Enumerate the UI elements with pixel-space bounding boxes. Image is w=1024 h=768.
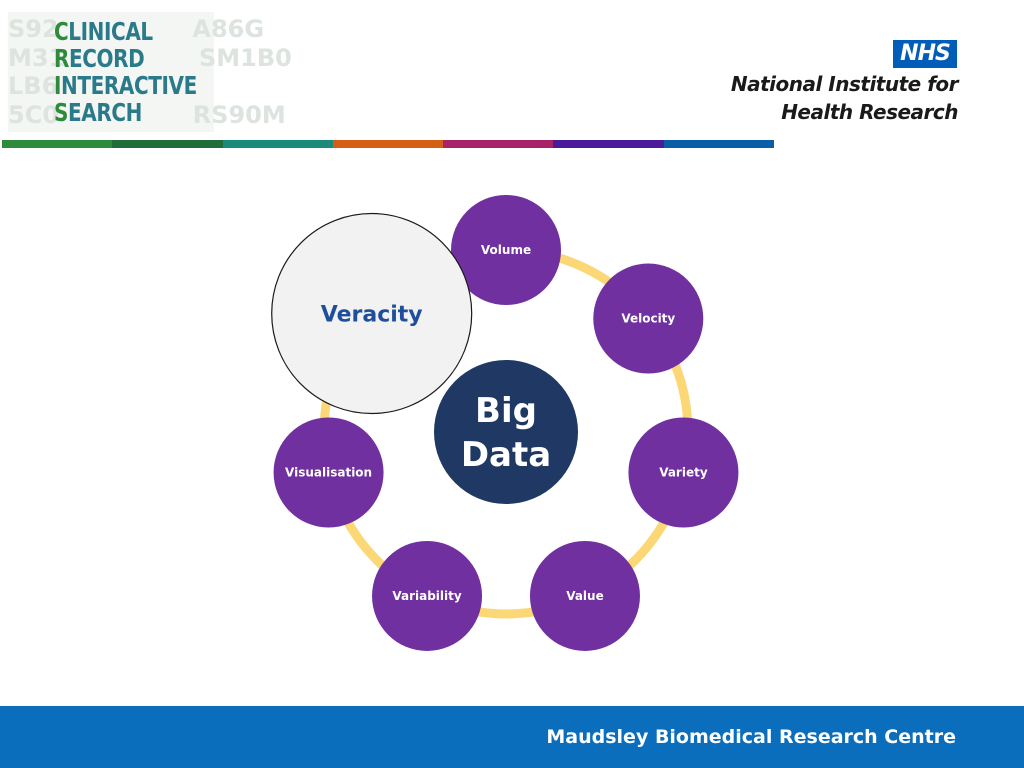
stripe-segment: [553, 140, 664, 148]
cris-logo: S92 A86G M31 SM1B0 LB6 5C0 RS90M CLINICA…: [8, 12, 292, 132]
stripe-segment: [332, 140, 444, 148]
node-circle: [628, 417, 739, 528]
footer-bar: Maudsley Biomedical Research Centre: [0, 706, 1024, 768]
node-value: Value: [529, 540, 640, 651]
stripe-segment: [2, 140, 113, 148]
node-circle: [451, 195, 561, 305]
cris-background-row: LB6: [8, 73, 214, 99]
cris-word-rest: NTERACTIVE: [61, 71, 197, 100]
cris-background-code: LB6: [8, 72, 59, 101]
color-stripe: [2, 140, 774, 148]
node-label: Veracity: [321, 303, 423, 328]
node-variety: Variety: [628, 417, 739, 528]
cris-background-code: M31: [8, 43, 66, 72]
node-velocity: Velocity: [593, 263, 704, 374]
node-circle: [372, 540, 483, 651]
cris-word-clinical: CLINICAL: [54, 18, 197, 45]
cris-initial: R: [54, 44, 70, 73]
stripe-segment: [663, 140, 774, 148]
cris-initial: S: [54, 98, 69, 127]
cris-logo-words: CLINICAL RECORD INTERACTIVE SEARCH: [54, 18, 233, 126]
cris-background-row: M31 SM1B0: [8, 43, 292, 72]
node-circle: [593, 263, 704, 374]
center-label-line2: Data: [461, 435, 551, 475]
node-label: Velocity: [621, 312, 675, 326]
cris-initial: I: [54, 71, 62, 100]
cris-background-code: SM1B0: [198, 43, 292, 72]
center-label-line1: Big: [475, 391, 537, 431]
stripe-segment: [222, 140, 333, 148]
node-label: Visualisation: [285, 465, 372, 479]
cris-background-code: RS90M: [192, 100, 286, 129]
node-volume: Volume: [451, 195, 561, 305]
cris-initial: C: [54, 17, 69, 46]
cris-word-rest: ECORD: [69, 44, 145, 73]
cris-word-search: SEARCH: [54, 99, 197, 126]
cris-background-code: A86G: [192, 15, 265, 43]
node-circle: [529, 540, 640, 651]
node-visualisation: Visualisation: [273, 417, 384, 528]
node-label: Volume: [481, 243, 531, 257]
cris-word-record: RECORD: [54, 45, 197, 72]
footer-text: Maudsley Biomedical Research Centre: [546, 726, 956, 748]
cris-word-rest: LINICAL: [68, 17, 153, 46]
cris-background-code: 5C0: [8, 100, 60, 129]
node-label: Variability: [392, 589, 462, 603]
center-circle: [434, 360, 578, 504]
cris-word-interactive: INTERACTIVE: [54, 72, 197, 99]
stripe-segment: [112, 140, 223, 148]
cris-background-row: 5C0 RS90M: [8, 100, 286, 129]
node-label: Value: [566, 589, 604, 603]
nihr-title-line1: National Institute for: [730, 72, 959, 96]
stripe-segment: [443, 140, 554, 148]
node-circle: [271, 212, 473, 415]
cris-background-row: S92 A86G: [8, 15, 264, 43]
nihr-title-line2: Health Research: [781, 100, 958, 124]
cris-logo-background: S92 A86G M31 SM1B0 LB6 5C0 RS90M: [8, 12, 292, 132]
cris-background-code: S92: [8, 15, 59, 43]
node-variability: Variability: [372, 540, 483, 651]
node-veracity: Veracity: [271, 212, 473, 415]
node-label: Variety: [659, 465, 708, 479]
node-circle: [273, 417, 384, 528]
nhs-badge: NHS: [893, 40, 957, 68]
cris-word-rest: EARCH: [68, 98, 142, 127]
